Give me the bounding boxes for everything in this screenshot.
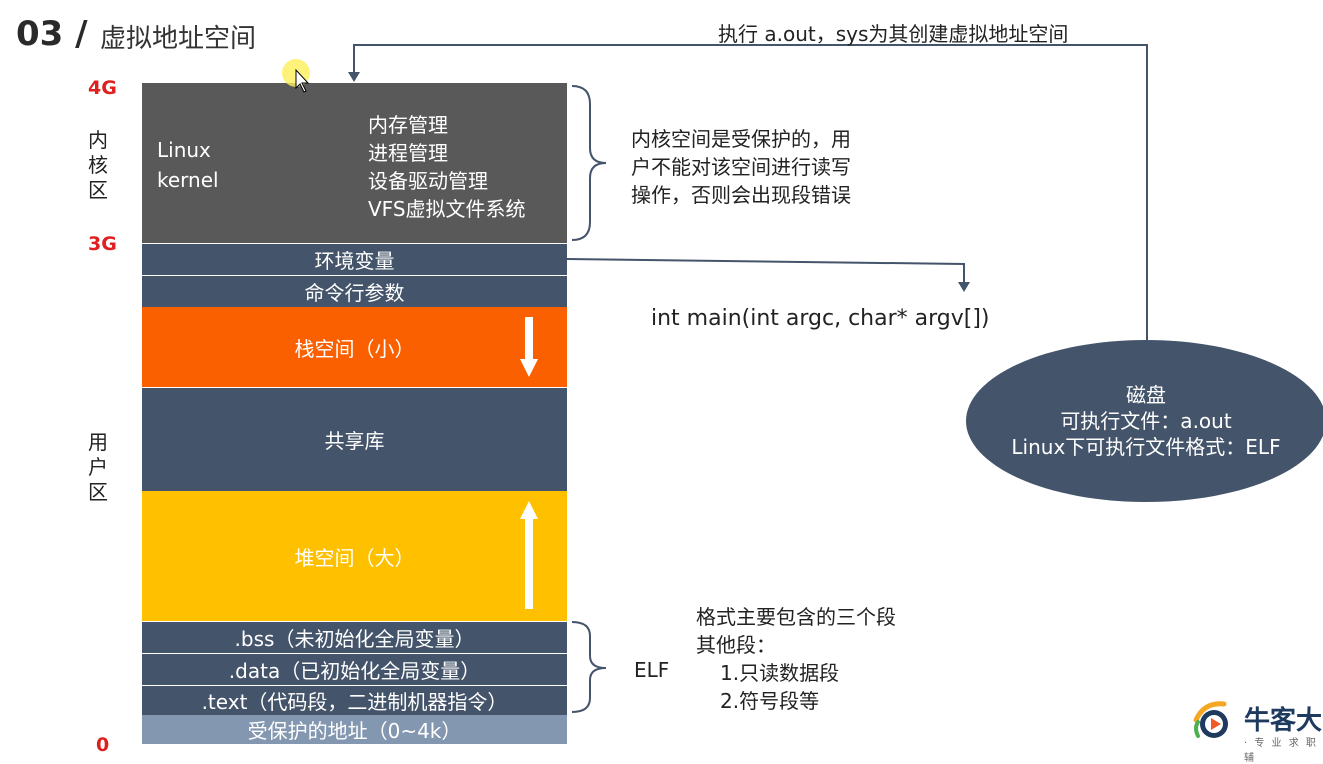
- cmd-args-label: 命令行参数: [304, 281, 405, 305]
- disk-executable: 可执行文件：a.out: [1060, 409, 1232, 433]
- user-zone-label: 用 户 区: [86, 430, 110, 505]
- elf-note-line: 格式主要包含的三个段: [696, 605, 896, 629]
- disk-ellipse: 磁盘 可执行文件：a.out Linux下可执行文件格式：ELF: [966, 340, 1323, 502]
- address-4g: 4G: [88, 77, 117, 99]
- shared-lib-label: 共享库: [324, 429, 385, 453]
- kernel-zone-char: 区: [88, 178, 108, 202]
- protected-label: 受保护的地址（0~4k）: [247, 719, 462, 743]
- kernel-name: Linux kernel: [157, 135, 219, 195]
- data-segment: .data（已初始化全局变量）: [142, 653, 567, 685]
- kernel-note-line: 操作，否则会出现段错误: [631, 183, 851, 207]
- elf-brace: [571, 621, 607, 713]
- kernel-functions: 内存管理 进程管理 设备驱动管理 VFS虚拟文件系统: [368, 111, 526, 223]
- text-label: .text（代码段，二进制机器指令）: [201, 690, 508, 714]
- env-arrow-head-icon: [958, 282, 970, 292]
- kernel-function-item: VFS虚拟文件系统: [368, 197, 526, 221]
- env-to-main-line: [566, 258, 965, 284]
- section-number: 03 /: [16, 14, 88, 54]
- kernel-function-item: 内存管理: [368, 113, 448, 137]
- disk-arrow-head-icon: [348, 72, 360, 82]
- disk-to-kernel-line: [353, 44, 1148, 340]
- address-0: 0: [96, 734, 110, 756]
- exec-note: 执行 a.out，sys为其创建虚拟地址空间: [718, 22, 1069, 46]
- nowcoder-logo-icon: [1193, 701, 1228, 738]
- bss-label: .bss（未初始化全局变量）: [234, 627, 475, 651]
- text-segment: .text（代码段，二进制机器指令）: [142, 685, 567, 715]
- logo-subtitle: · 专 业 求 职 辅: [1244, 738, 1318, 764]
- kernel-note-line: 户不能对该空间进行读写: [631, 155, 851, 179]
- elf-sections-note: 格式主要包含的三个段 其他段： 1.只读数据段 2.符号段等: [696, 603, 896, 715]
- elf-note-line: 其他段：: [696, 633, 776, 657]
- env-vars-label: 环境变量: [314, 249, 395, 273]
- disk-format: Linux下可执行文件格式：ELF: [1011, 435, 1281, 459]
- kernel-function-item: 进程管理: [368, 141, 448, 165]
- kernel-name-line: Linux: [157, 138, 211, 162]
- kernel-zone-char: 内: [88, 128, 108, 152]
- kernel-protection-note: 内核空间是受保护的，用 户不能对该空间进行读写 操作，否则会出现段错误: [631, 125, 851, 209]
- user-zone-char: 区: [88, 480, 108, 504]
- heap-grow-up-arrow-icon: [520, 501, 538, 609]
- shared-lib-segment: 共享库: [142, 387, 567, 491]
- address-3g: 3G: [88, 233, 117, 255]
- bss-segment: .bss（未初始化全局变量）: [142, 621, 567, 653]
- kernel-zone-label: 内 核 区: [86, 128, 110, 203]
- heap-label: 堆空间（大）: [294, 545, 415, 570]
- kernel-space-block: Linux kernel 内存管理 进程管理 设备驱动管理 VFS虚拟文件系统: [142, 83, 567, 243]
- elf-note-line: 1.只读数据段: [720, 661, 840, 685]
- mouse-pointer-icon: [295, 68, 310, 93]
- main-signature: int main(int argc, char* argv[]): [651, 306, 990, 331]
- logo-text: 牛客大: [1244, 706, 1323, 736]
- kernel-brace: [571, 85, 607, 241]
- cmd-args-segment: 命令行参数: [142, 275, 567, 307]
- elf-label: ELF: [634, 658, 670, 682]
- disk-title: 磁盘: [1126, 383, 1166, 407]
- elf-note-line: 2.符号段等: [720, 689, 820, 713]
- protected-segment: 受保护的地址（0~4k）: [142, 715, 567, 744]
- kernel-name-line: kernel: [157, 168, 219, 192]
- kernel-function-item: 设备驱动管理: [368, 169, 488, 193]
- stack-segment: 栈空间（小）: [142, 307, 567, 387]
- user-zone-char: 户: [88, 455, 108, 479]
- env-vars-segment: 环境变量: [142, 243, 567, 275]
- user-zone-char: 用: [88, 430, 108, 454]
- stack-grow-down-arrow-icon: [520, 317, 538, 377]
- page-title: 虚拟地址空间: [100, 24, 257, 54]
- data-label: .data（已初始化全局变量）: [228, 659, 481, 683]
- kernel-zone-char: 核: [88, 153, 108, 177]
- stack-label: 栈空间（小）: [294, 336, 415, 361]
- heap-segment: 堆空间（大）: [142, 491, 567, 621]
- kernel-note-line: 内核空间是受保护的，用: [631, 127, 851, 151]
